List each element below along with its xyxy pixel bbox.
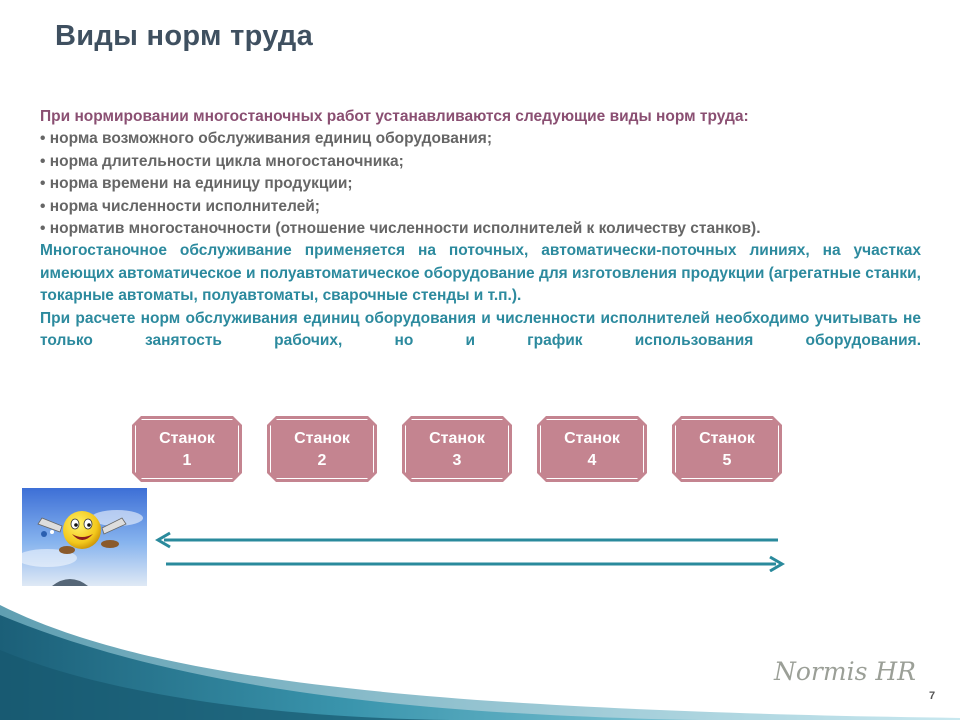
paragraph-usage: Многостаночное обслуживание применяется … (40, 242, 921, 305)
machine-number-2: 2 (317, 452, 327, 469)
arrow-left-icon (155, 531, 778, 549)
machine-number-4: 4 (587, 452, 597, 469)
page-number: 7 (929, 690, 936, 702)
machine-box-4: Станок 4 (537, 416, 647, 482)
machine-label-5: Станок (699, 430, 755, 447)
flow-arrows (155, 531, 785, 572)
machine-box-5: Станок 5 (672, 416, 782, 482)
slide-title: Виды норм труда (55, 20, 314, 52)
bullet-item-4: • норма численности исполнителей; (40, 197, 320, 215)
machine-label-3: Станок (429, 430, 485, 447)
arrow-right-icon (166, 555, 785, 572)
paragraph-calculation: При расчете норм обслуживания единиц обо… (40, 309, 921, 350)
slide-content: При нормировании многостаночных работ ус… (40, 106, 921, 352)
intro-text: При нормировании многостаночных работ ус… (40, 108, 749, 125)
machine-box-3: Станок 3 (402, 416, 512, 482)
smiley-face-picture (22, 488, 147, 586)
bullet-item-3: • норма времени на единицу продукции; (40, 175, 353, 193)
machine-label-1: Станок (159, 430, 215, 447)
bullet-item-5: • норматив многостаночности (отношение ч… (40, 220, 761, 238)
machine-label-4: Станок (564, 430, 620, 447)
machine-box-1: Станок 1 (132, 416, 242, 482)
machine-number-5: 5 (722, 452, 732, 469)
bullet-item-1: • норма возможного обслуживания единиц о… (40, 130, 492, 148)
decorative-wave (0, 605, 960, 720)
logo-text: Normis HR (773, 657, 916, 686)
machine-label-2: Станок (294, 430, 350, 447)
bullet-item-2: • норма длительности цикла многостаночни… (40, 152, 404, 170)
machine-number-1: 1 (182, 452, 192, 469)
machine-number-3: 3 (452, 452, 462, 469)
machine-box-2: Станок 2 (267, 416, 377, 482)
normis-hr-logo: Normis HR (773, 657, 916, 686)
